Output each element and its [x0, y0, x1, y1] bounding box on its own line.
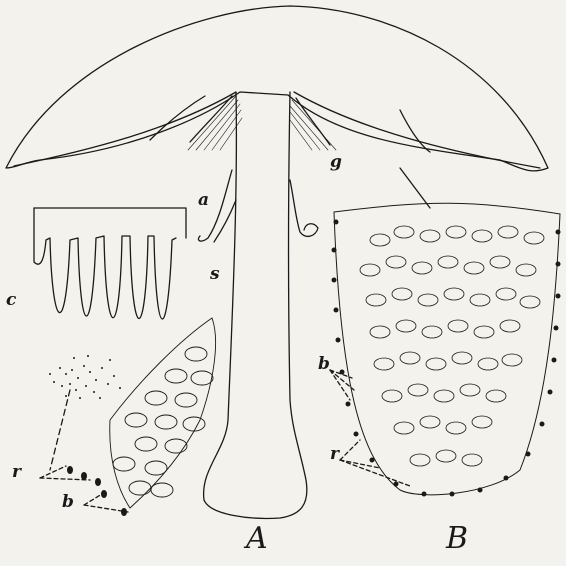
label-s: s — [210, 266, 220, 283]
mushroom-stem — [204, 92, 307, 518]
label-g: g — [330, 154, 342, 171]
label-c: c — [6, 292, 16, 309]
label-r-right: r — [330, 446, 339, 463]
label-b-left: b — [62, 494, 74, 511]
label-r-left: r — [12, 464, 21, 481]
figure-label-a: A — [246, 524, 268, 554]
spore-dots-detail — [67, 466, 127, 516]
basidia-cluster-detail — [110, 318, 216, 508]
figure-label-b: B — [446, 524, 468, 554]
basidia-dots-b — [332, 220, 561, 497]
label-a: a — [198, 192, 209, 209]
label-b-right: b — [318, 356, 330, 373]
mushroom-cap — [6, 6, 548, 171]
spore-stipple — [49, 355, 121, 399]
gill-section-b — [334, 203, 560, 495]
